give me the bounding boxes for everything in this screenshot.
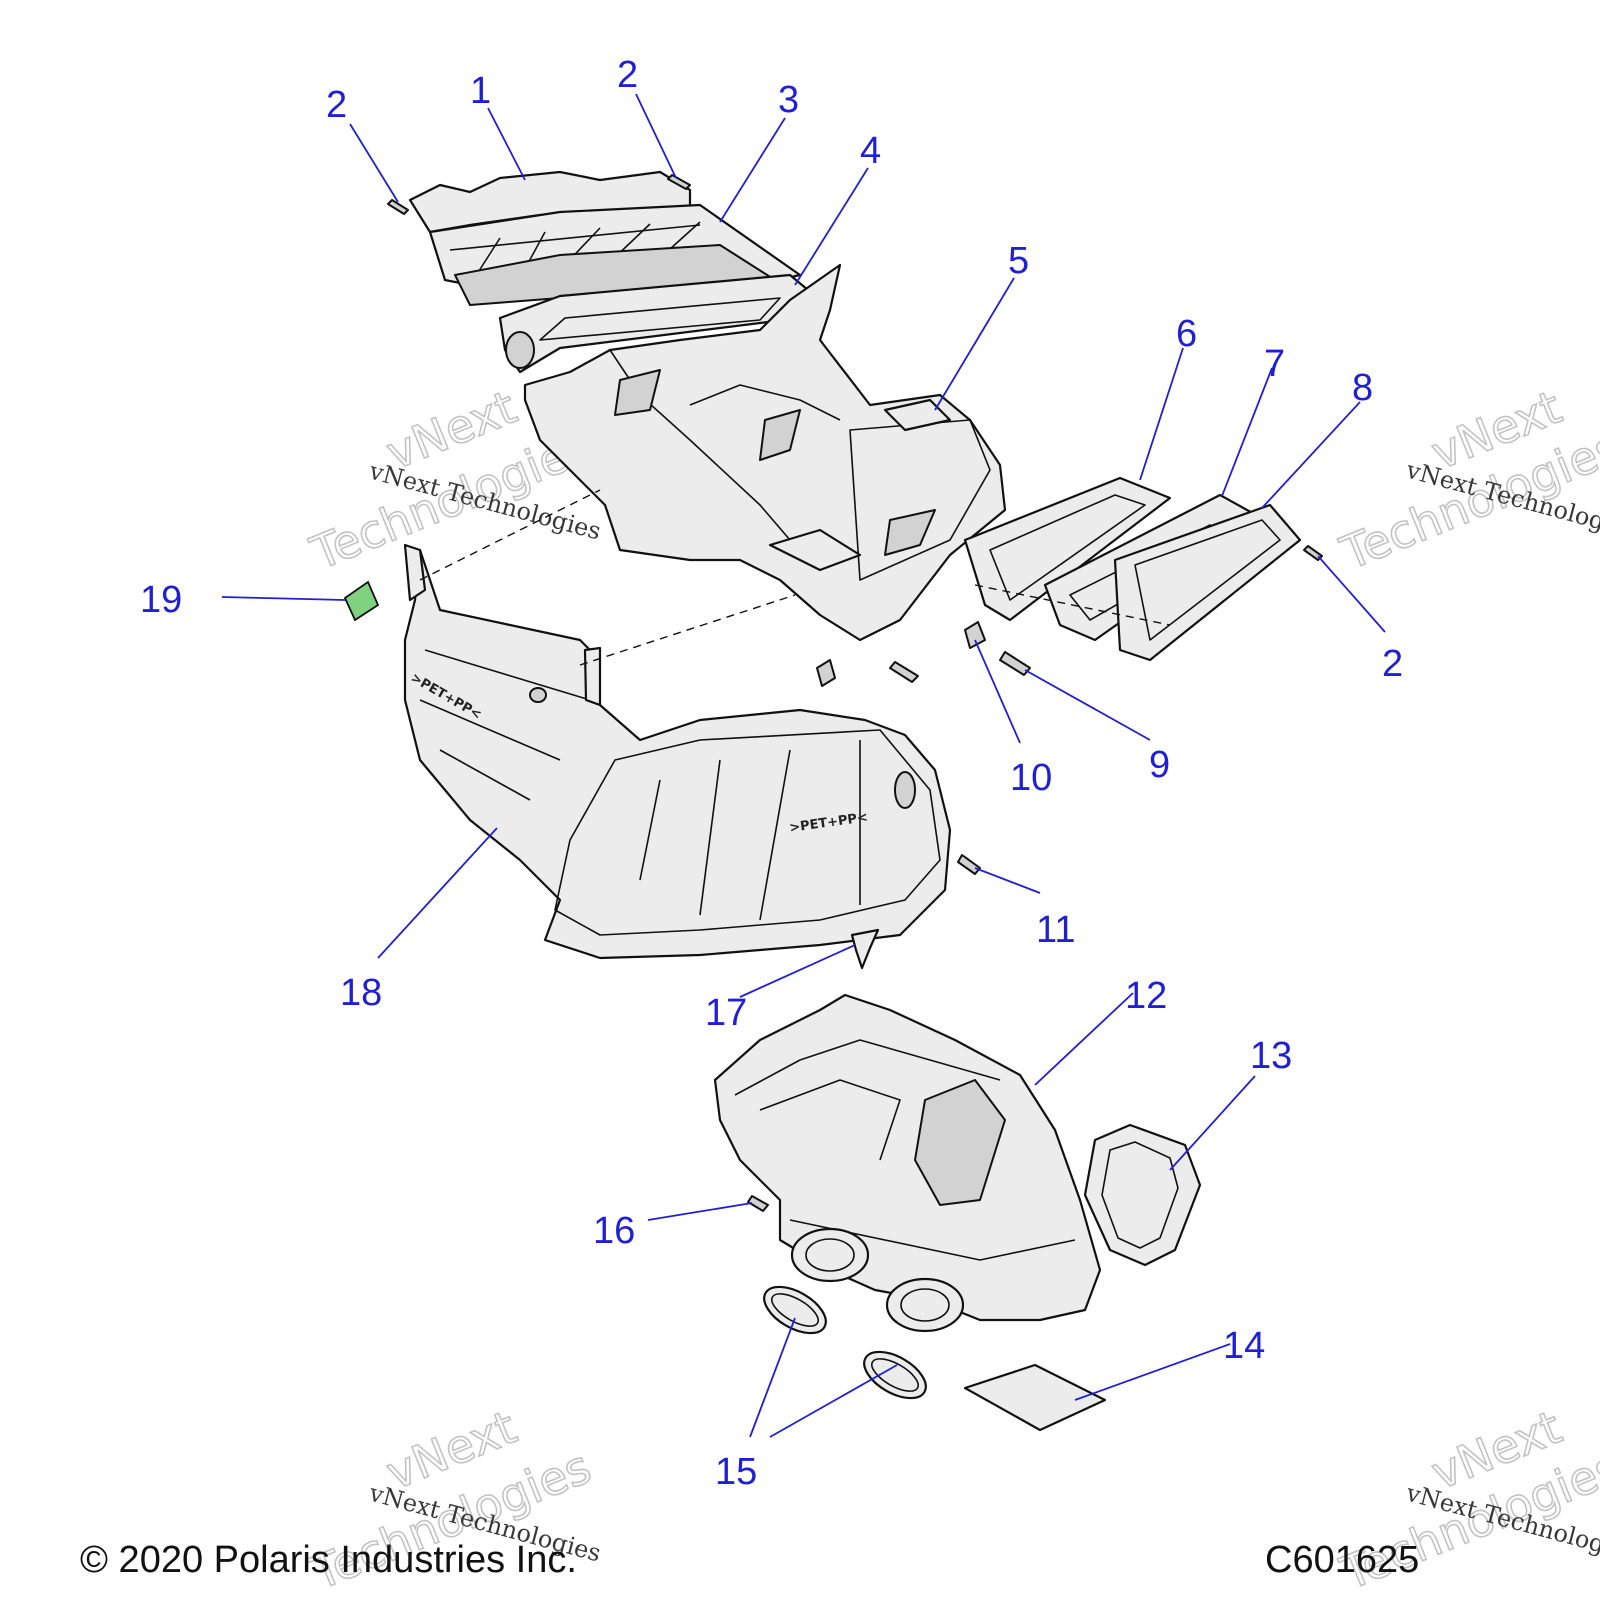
part-8-duct-frame[interactable]	[1113, 503, 1302, 662]
part-12-airbox[interactable]	[713, 993, 1102, 1333]
callout-19: 19	[140, 579, 182, 621]
drawing-number: C601625	[1265, 1539, 1419, 1581]
callout-1: 1	[470, 70, 491, 112]
part-4-inlet-bezel[interactable]	[498, 273, 822, 374]
part-10-nut	[964, 621, 986, 649]
part-19-clip[interactable]	[343, 580, 380, 622]
callout-16: 16	[593, 1210, 635, 1252]
callout-11: 11	[1036, 909, 1075, 951]
part-16-screw	[747, 1195, 769, 1212]
callout-2: 2	[1382, 643, 1403, 685]
part-17-grommet	[850, 928, 880, 970]
part-14-label[interactable]	[963, 1363, 1107, 1432]
part-11-screw	[957, 854, 981, 875]
leader-lines	[221, 93, 1386, 1438]
callout-5: 5	[1008, 240, 1029, 282]
callout-14: 14	[1223, 1325, 1265, 1367]
part-2-screw	[387, 199, 409, 215]
callout-17: 17	[705, 992, 747, 1034]
callout-18: 18	[340, 972, 382, 1014]
callout-13: 13	[1250, 1035, 1292, 1077]
part-18-bolt	[529, 687, 547, 703]
part-9-screw	[889, 661, 919, 683]
part-15-hose-clamps[interactable]	[757, 1277, 934, 1407]
callout-2: 2	[617, 54, 638, 96]
callout-numbers: 2 1 2 3 4 5 6 7 8 2 9 10 11 19 18 17 12 …	[140, 54, 1403, 1493]
callout-9: 9	[1149, 744, 1170, 786]
copyright-notice: © 2020 Polaris Industries Inc.	[80, 1539, 577, 1581]
fasteners	[387, 174, 1323, 1212]
part-9-screw	[999, 651, 1031, 676]
callout-12: 12	[1125, 975, 1167, 1017]
assembly-guide-lines	[419, 489, 1171, 666]
callout-15: 15	[715, 1451, 757, 1493]
part-18-lower-duct[interactable]: >PET+PP< >PET+PP<	[403, 543, 952, 960]
callout-4: 4	[860, 130, 881, 172]
callout-10: 10	[1010, 757, 1052, 799]
callout-7: 7	[1264, 343, 1285, 385]
callout-2: 2	[326, 84, 347, 126]
part-13-airbox-gasket[interactable]	[1083, 1123, 1202, 1267]
part-5-intake-duct[interactable]	[523, 263, 1007, 642]
watermark-group: vNext Technologies vNext Technologies vN…	[302, 379, 1600, 1600]
callout-3: 3	[778, 79, 799, 121]
part-6-duct-seal[interactable]	[963, 476, 1172, 622]
callout-6: 6	[1176, 313, 1197, 355]
callout-8: 8	[1352, 367, 1373, 409]
part-2-screw	[667, 174, 691, 190]
part-10-nut	[816, 659, 836, 687]
